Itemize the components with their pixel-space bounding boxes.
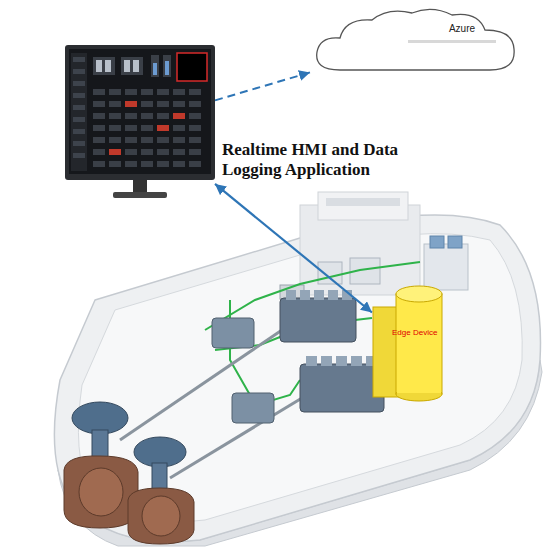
edge-device-node: Edge Device — [372, 282, 444, 402]
cloud-node: Azure — [310, 4, 520, 79]
dashed-arrow — [215, 72, 310, 100]
cloud-label: Azure — [449, 23, 475, 34]
monitor-shape — [65, 45, 215, 200]
edge-device-label: Edge Device — [392, 328, 437, 337]
edge-device-shape — [372, 282, 444, 402]
double-arrow — [215, 184, 372, 313]
monitor-node: Realtime HMI and Data Logging Applicatio… — [65, 45, 215, 200]
application-heading: Realtime HMI and Data Logging Applicatio… — [222, 140, 437, 180]
cloud-shape — [310, 4, 520, 79]
